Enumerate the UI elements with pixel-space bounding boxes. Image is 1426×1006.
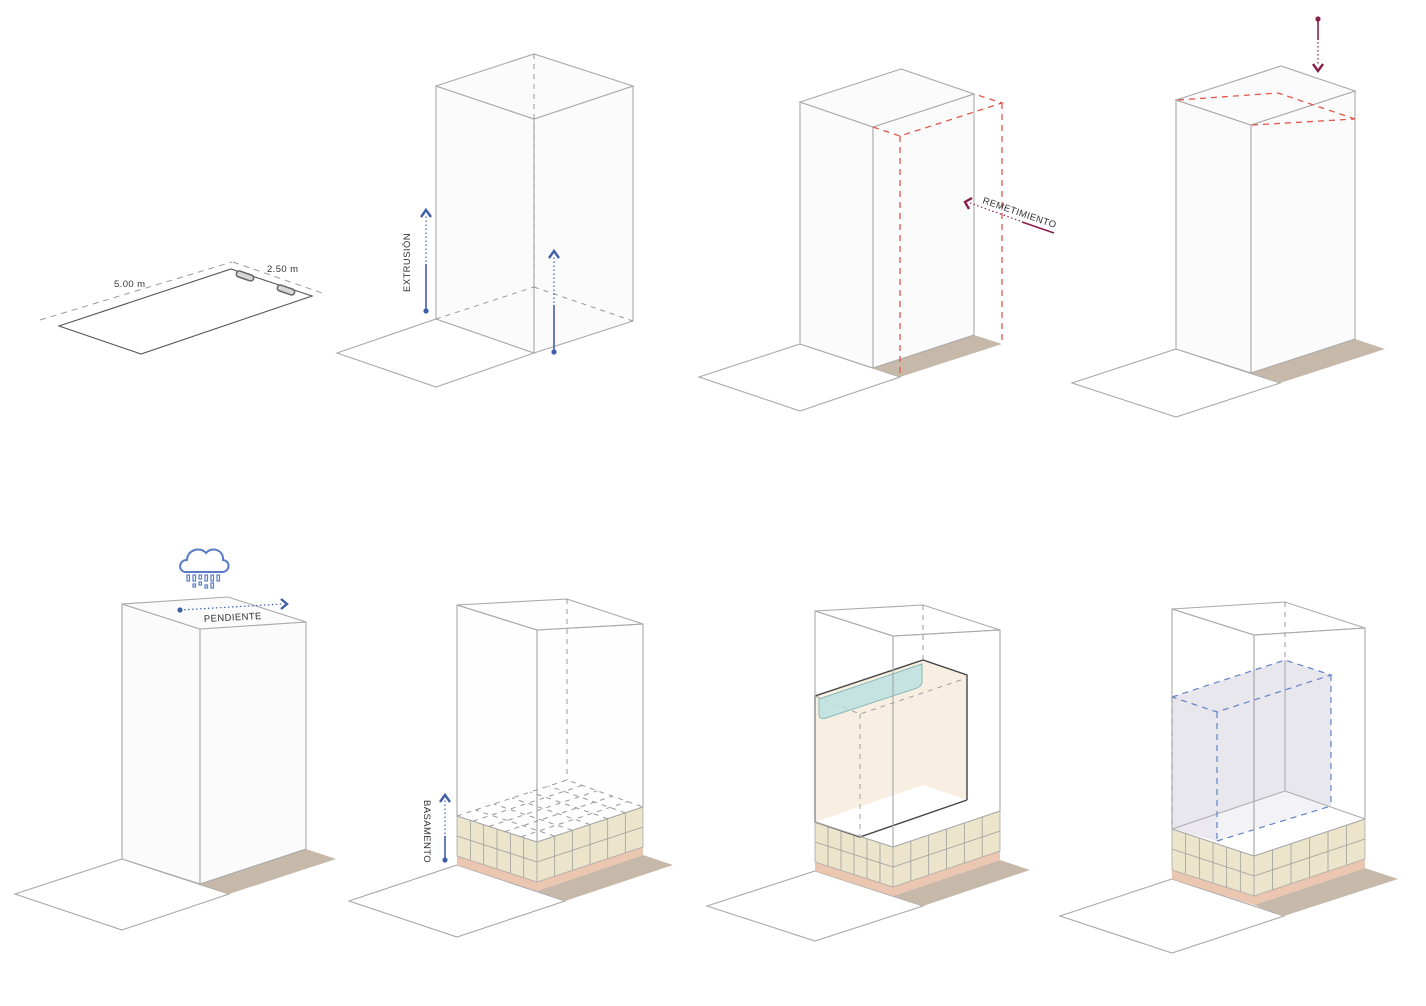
arrow-up-icon bbox=[420, 207, 432, 218]
plinth-band bbox=[1172, 870, 1254, 905]
volume-front-face bbox=[1175, 99, 1252, 374]
arrow-down-icon bbox=[1312, 63, 1324, 74]
arrow-up-icon bbox=[548, 248, 560, 259]
volume-front-face bbox=[435, 85, 535, 354]
plinth-label: BASAMENTO bbox=[421, 800, 432, 863]
volume-side-face bbox=[872, 93, 975, 369]
base-tiles bbox=[1171, 825, 1366, 892]
setback-shadow bbox=[1251, 339, 1385, 383]
volume-side-face bbox=[1250, 90, 1356, 374]
tile-joint bbox=[814, 841, 894, 868]
plinth-band bbox=[815, 862, 893, 896]
grid-line bbox=[493, 803, 573, 831]
upper-volume-front bbox=[1172, 697, 1217, 841]
plinth-band bbox=[537, 847, 643, 891]
access-marker-2 bbox=[276, 284, 296, 296]
volume-inner-edge bbox=[1284, 790, 1366, 820]
extrusion-arrow-right bbox=[548, 248, 560, 355]
panel-8-upper-volume bbox=[1058, 601, 1398, 954]
tile-joint bbox=[456, 835, 538, 863]
setback-outline bbox=[872, 93, 1005, 137]
volume-front-face bbox=[456, 604, 538, 843]
access-marker-1 bbox=[235, 270, 255, 282]
base-top-surface bbox=[815, 785, 1000, 847]
glass-panel bbox=[818, 663, 923, 719]
setback-arrow bbox=[963, 196, 1055, 234]
setback-label: REMETIMIENTO bbox=[981, 195, 1058, 231]
length-dimension-line bbox=[39, 261, 233, 321]
base-tiles bbox=[814, 817, 1001, 883]
panel-6-plinth: BASAMENTO bbox=[347, 598, 673, 938]
upper-volume-outline bbox=[1216, 805, 1332, 842]
volume-front-face bbox=[121, 603, 201, 885]
volume-top-face bbox=[1171, 601, 1366, 636]
upper-volume-bottom bbox=[1172, 791, 1331, 841]
tile-joint bbox=[892, 830, 1001, 868]
tile-joint bbox=[536, 826, 644, 863]
site-plot bbox=[57, 268, 314, 355]
upper-volume-side bbox=[1285, 660, 1331, 806]
volume-front-face bbox=[799, 101, 874, 369]
roof-cut-line bbox=[1177, 92, 1356, 120]
width-label: 2.50 m bbox=[267, 264, 298, 275]
tile-joint bbox=[1171, 848, 1255, 877]
base-top-grid bbox=[472, 784, 628, 838]
volume-top-face bbox=[814, 604, 1001, 637]
setback-shadow bbox=[200, 849, 336, 894]
volume-front-face bbox=[814, 610, 894, 848]
plinth-band bbox=[893, 851, 1000, 896]
grid-line bbox=[530, 791, 608, 820]
extrusion-arrow-left bbox=[420, 207, 432, 314]
setback-shadow bbox=[893, 860, 1030, 906]
hidden-edge bbox=[814, 677, 968, 715]
plinth-arrow bbox=[439, 792, 451, 863]
setback-shadow bbox=[873, 335, 1002, 377]
volume-top-face bbox=[456, 598, 644, 631]
grid-line bbox=[504, 795, 613, 833]
volume-top-face bbox=[121, 596, 307, 630]
grid-line bbox=[475, 809, 555, 837]
arrow-left-icon bbox=[963, 196, 973, 210]
rain-cloud-icon bbox=[179, 548, 230, 589]
panel-4-roof-cut bbox=[1070, 16, 1385, 418]
slope-arrow bbox=[177, 598, 289, 613]
volume-side-face bbox=[1253, 627, 1366, 857]
volume-side-face bbox=[199, 621, 307, 885]
volume-side-face bbox=[536, 623, 644, 843]
slope-label: PENDIENTE bbox=[204, 611, 262, 625]
roof-cut-arrow bbox=[1312, 16, 1324, 74]
panel-2-extrusion: EXTRUSIÓN bbox=[335, 53, 635, 388]
extrusion-label: EXTRUSIÓN bbox=[402, 233, 413, 292]
base-tiles bbox=[456, 812, 644, 878]
tile-joint bbox=[1253, 838, 1366, 877]
volume-front-face bbox=[1171, 608, 1255, 857]
volume-side-face bbox=[533, 85, 634, 354]
width-dimension-line bbox=[232, 261, 323, 294]
setback-shadow bbox=[537, 855, 673, 901]
volume-side-face bbox=[892, 629, 1001, 848]
length-label: 5.00 m bbox=[114, 279, 145, 290]
plinth-band bbox=[457, 856, 537, 891]
panel-1-site: 5.00 m 2.50 m bbox=[39, 261, 323, 355]
panel-7-wall-glass bbox=[705, 604, 1030, 942]
side-wall bbox=[923, 660, 967, 800]
arrow-up-icon bbox=[439, 792, 451, 803]
hidden-edge bbox=[533, 286, 634, 322]
grid-line bbox=[511, 797, 591, 825]
panel-3-setback: REMETIMIENTO bbox=[697, 68, 1058, 412]
plinth-band bbox=[1254, 859, 1365, 905]
grid-line bbox=[520, 801, 628, 838]
grid-line bbox=[548, 785, 626, 814]
hidden-edge bbox=[435, 286, 535, 320]
panel-5-slope: PENDIENTE bbox=[13, 548, 336, 931]
setback-shadow bbox=[1254, 868, 1398, 916]
volume-top-face bbox=[1174, 65, 1357, 126]
arrow-right-icon bbox=[280, 598, 289, 610]
